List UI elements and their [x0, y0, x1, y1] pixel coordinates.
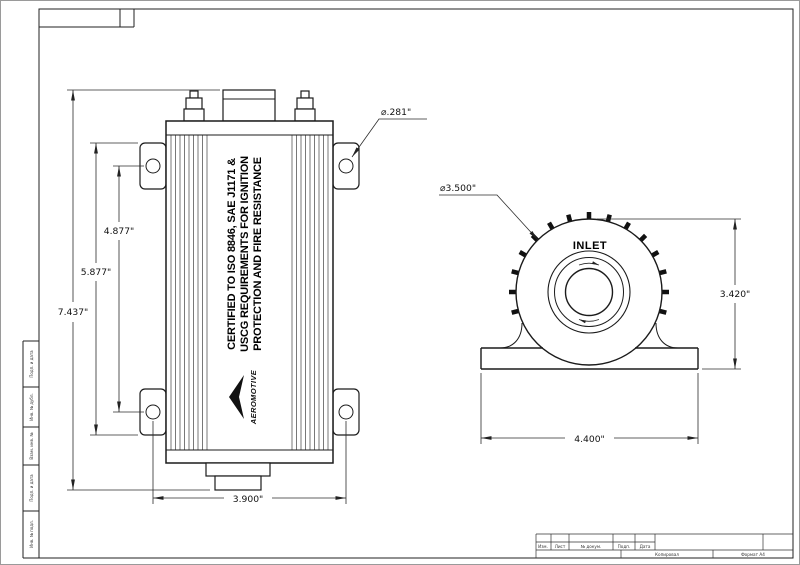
title-block: Изм. Лист № докум. Подп. Дата Копировал … — [535, 533, 793, 558]
top-bolts — [183, 90, 316, 122]
aeromotive-logo: AEROMOTIVE — [229, 369, 258, 425]
margin-stamp: Подп. и дата — [29, 474, 34, 502]
title-block-header: Изм. — [538, 544, 548, 549]
certification-text-line1: CERTIFIED TO ISO 8846, SAE J1171 & — [226, 158, 238, 350]
dim-tab-span: 5.877" — [81, 267, 112, 278]
inlet-label: INLET — [573, 240, 607, 252]
dim-height: 3.420" — [720, 289, 751, 300]
title-block-header: Лист — [555, 544, 566, 549]
bore-circle — [564, 267, 614, 317]
margin-stamp: Взам. инв. № — [29, 432, 34, 459]
format-label: Формат А4 — [741, 552, 765, 557]
title-block-header: Дата — [640, 544, 651, 549]
title-block-header: Подп. — [618, 544, 631, 549]
dim-hole-span: 4.877" — [104, 226, 135, 237]
margin-stamp-cells — [22, 340, 39, 559]
right-view-dimensions: ⌀3.500" 3.420" 4.400" — [439, 183, 750, 445]
margin-stamp: Инв. № дубл. — [29, 393, 34, 420]
corner-box — [39, 9, 135, 28]
certification-text-line3: PROTECTION AND FIRE RESISTANCE — [252, 157, 264, 351]
end-cap-lines — [166, 134, 333, 451]
dim-hole-diameter: ⌀.281" — [381, 107, 411, 118]
body-fins — [170, 135, 329, 450]
copied-label: Копировал — [655, 552, 679, 557]
left-view-pump: CERTIFIED TO ISO 8846, SAE J1171 & USCG … — [139, 89, 360, 491]
left-view-dimensions: 7.437" 5.877" 4.877" 3.900" ⌀.281" — [58, 89, 427, 505]
mounting-hole — [145, 158, 161, 174]
retainer-circle — [554, 257, 624, 327]
drawing-border — [38, 8, 794, 559]
dim-body-diameter: ⌀3.500" — [440, 183, 476, 194]
sheet-frame — [22, 8, 794, 559]
margin-stamp: Инв. № подл. — [29, 520, 34, 548]
fin-nubs — [509, 212, 669, 315]
certification-text-line2: USCG REQUIREMENTS FOR IGNITION — [239, 156, 251, 352]
mounting-hole — [145, 404, 161, 420]
mounting-hole — [338, 158, 354, 174]
logo-text: AEROMOTIVE — [249, 369, 258, 425]
rotation-arc — [578, 261, 600, 266]
body-outline-circle — [515, 218, 663, 366]
bottom-port — [205, 462, 271, 477]
margin-stamps: Подп. и дата Инв. № дубл. Взам. инв. № П… — [29, 350, 34, 548]
top-port — [222, 89, 276, 122]
mounting-hole — [338, 404, 354, 420]
dim-base-width: 4.400" — [574, 434, 605, 445]
flange-circle — [547, 250, 631, 334]
title-block-header: № докум. — [581, 544, 602, 549]
dim-overall-height: 7.437" — [58, 307, 89, 318]
rotation-arc — [578, 319, 600, 324]
title-block-grid — [535, 533, 793, 558]
base-fillets — [499, 322, 679, 349]
dim-hole-centers-width: 3.900" — [233, 494, 264, 505]
logo-wing-icon — [229, 375, 244, 419]
right-view-pump: INLET — [480, 212, 699, 370]
bottom-port-tip — [214, 475, 262, 491]
base-plate — [480, 347, 699, 370]
margin-stamp: Подп. и дата — [29, 350, 34, 378]
mounting-tab — [332, 142, 360, 190]
